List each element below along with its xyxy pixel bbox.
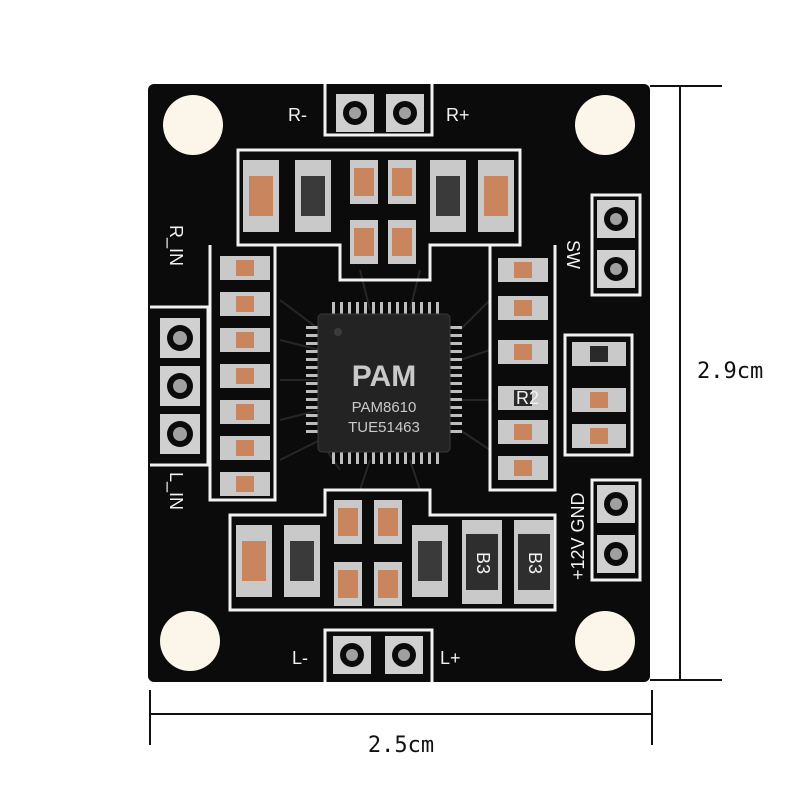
label-r-in: R_IN xyxy=(165,225,186,266)
header-bottom-l xyxy=(333,636,423,674)
ic-pins xyxy=(306,302,462,464)
dimension-width xyxy=(149,690,653,745)
chip-model: PAM8610 xyxy=(352,399,417,416)
ic-chip xyxy=(317,313,451,453)
label-r-minus: R- xyxy=(288,105,307,125)
label-b3-left: B3 xyxy=(473,552,493,574)
label-r2: R2 xyxy=(516,388,539,408)
mounting-holes xyxy=(160,95,635,671)
label-b3-right: B3 xyxy=(525,552,545,574)
dimension-width-label: 2.5cm xyxy=(368,733,434,758)
mounting-hole-top-right xyxy=(575,95,635,155)
bottom-components xyxy=(236,500,554,606)
label-sw: SW xyxy=(563,240,583,269)
mounting-hole-bottom-right xyxy=(575,611,635,671)
label-l-minus: L- xyxy=(292,648,308,668)
mounting-hole-top-left xyxy=(163,95,223,155)
dimension-height xyxy=(650,85,722,681)
dimension-height-label: 2.9cm xyxy=(697,359,763,384)
label-r-plus: R+ xyxy=(446,105,470,125)
chip-code: TUE51463 xyxy=(348,419,420,436)
chip-logo: PAM xyxy=(352,360,416,393)
header-input xyxy=(160,318,200,454)
silkscreen-outlines xyxy=(150,84,642,682)
label-l-in: L_IN xyxy=(165,472,186,510)
label-l-plus: L+ xyxy=(440,648,461,668)
header-sw xyxy=(597,200,635,288)
ic-pin1-marker xyxy=(334,328,342,336)
mounting-hole-bottom-left xyxy=(160,611,220,671)
header-power xyxy=(597,485,635,573)
top-components xyxy=(243,160,514,264)
right-components xyxy=(498,258,626,480)
left-components xyxy=(220,256,270,496)
header-top-r xyxy=(336,94,424,132)
label-power: +12V GND xyxy=(568,492,588,580)
